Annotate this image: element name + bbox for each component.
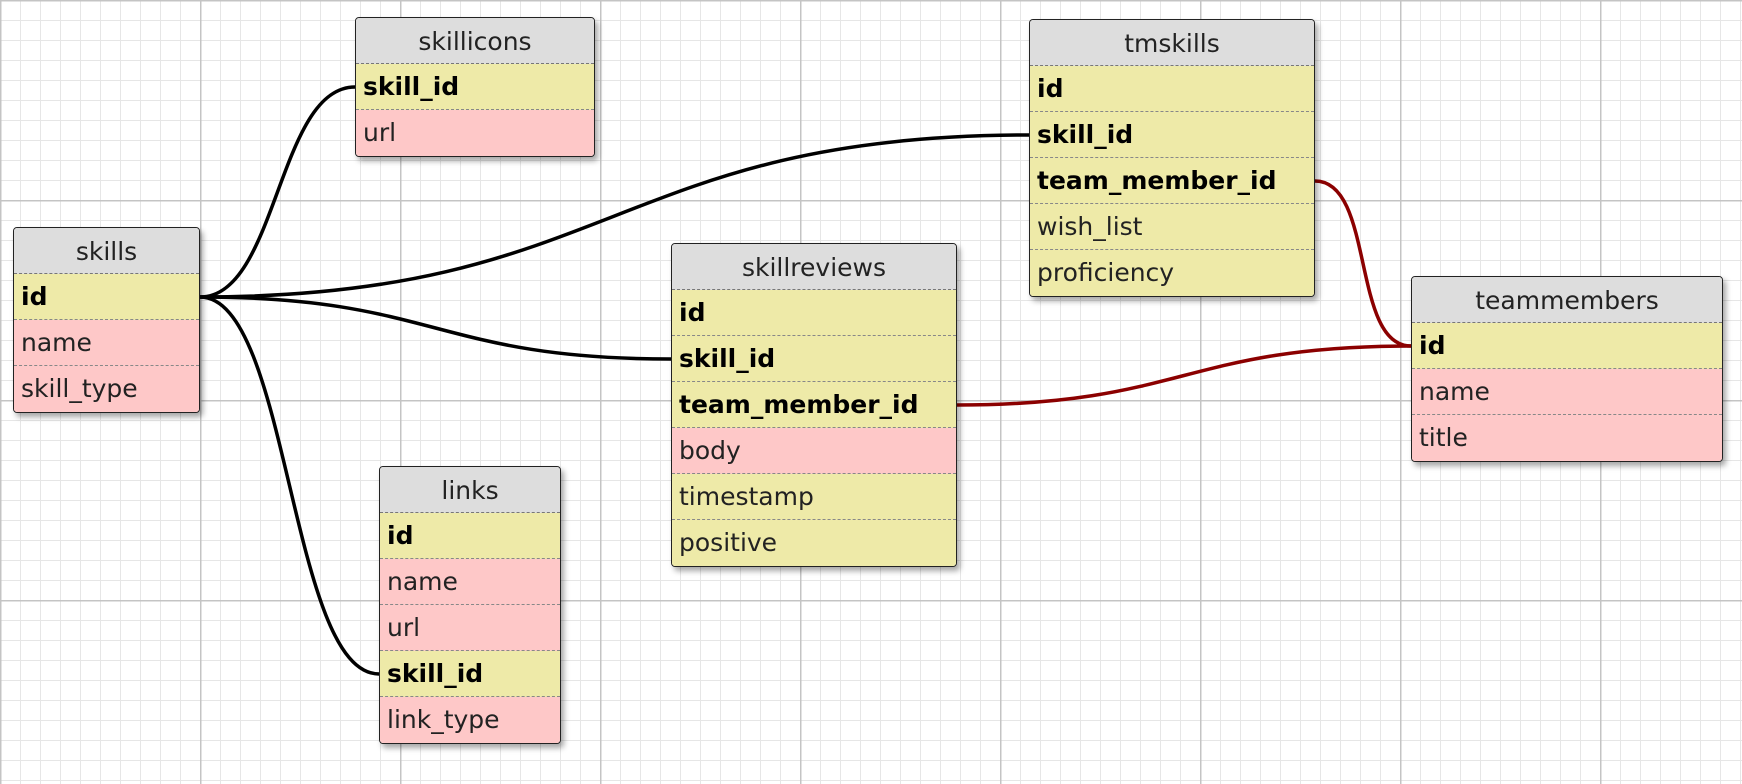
table-title: skillreviews (672, 244, 956, 290)
field-url[interactable]: url (380, 605, 560, 651)
field-body[interactable]: body (672, 428, 956, 474)
field-name[interactable]: name (380, 559, 560, 605)
field-link-type[interactable]: link_type (380, 697, 560, 743)
field-timestamp[interactable]: timestamp (672, 474, 956, 520)
field-name[interactable]: name (14, 320, 199, 366)
field-proficiency[interactable]: proficiency (1030, 250, 1314, 296)
relation-line (199, 133, 1030, 299)
table-title: links (380, 467, 560, 513)
field-url[interactable]: url (356, 110, 594, 156)
relation-line (1314, 179, 1412, 348)
field-id[interactable]: id (380, 513, 560, 559)
field-wish-list[interactable]: wish_list (1030, 204, 1314, 250)
relation-line (199, 85, 356, 299)
relation-line (956, 344, 1412, 407)
table-title: teammembers (1412, 277, 1722, 323)
field-team-member-id[interactable]: team_member_id (672, 382, 956, 428)
field-id[interactable]: id (1030, 66, 1314, 112)
field-skill-id[interactable]: skill_id (356, 64, 594, 110)
field-skill-id[interactable]: skill_id (1030, 112, 1314, 158)
table-title: skills (14, 228, 199, 274)
field-name[interactable]: name (1412, 369, 1722, 415)
field-positive[interactable]: positive (672, 520, 956, 566)
table-title: skillicons (356, 18, 594, 64)
field-id[interactable]: id (14, 274, 199, 320)
field-title[interactable]: title (1412, 415, 1722, 461)
field-skill-id[interactable]: skill_id (380, 651, 560, 697)
field-skill-id[interactable]: skill_id (672, 336, 956, 382)
relation-line (199, 295, 380, 676)
relation-line (199, 295, 672, 361)
field-id[interactable]: id (1412, 323, 1722, 369)
field-skill-type[interactable]: skill_type (14, 366, 199, 412)
table-title: tmskills (1030, 20, 1314, 66)
field-team-member-id[interactable]: team_member_id (1030, 158, 1314, 204)
field-id[interactable]: id (672, 290, 956, 336)
